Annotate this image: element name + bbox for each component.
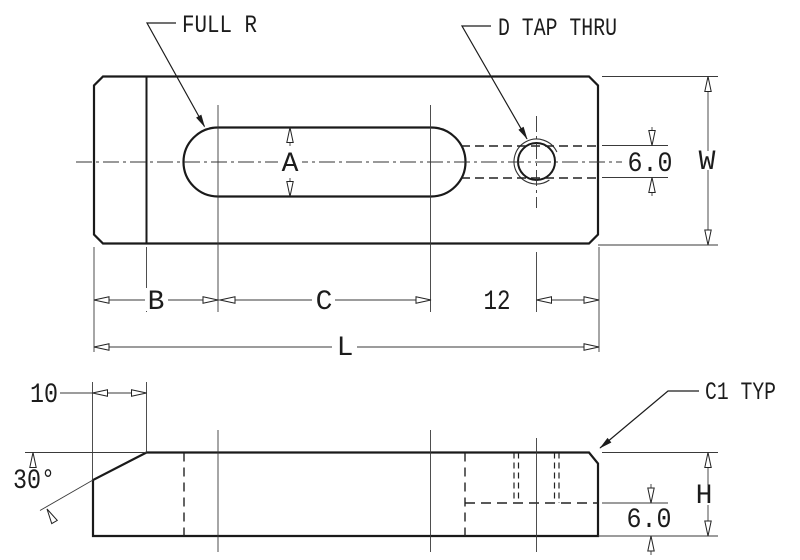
leader-arrowheads <box>196 114 612 449</box>
dim-text-plate-width: W <box>699 147 716 178</box>
dim-text-hole-to-edge: 12 <box>484 287 511 318</box>
dim-text-slot-width: A <box>282 149 299 180</box>
extension-lines <box>25 76 718 552</box>
dim-text-step-height: 6.0 <box>627 505 672 536</box>
dim-text-end-offset: B <box>148 287 165 318</box>
dim-text-hidden-slot-width: 6.0 <box>628 149 673 180</box>
text-knockouts <box>145 148 718 505</box>
hidden-hole-lines <box>513 452 560 503</box>
dim-text-thickness: H <box>696 481 713 512</box>
side-view <box>91 451 600 538</box>
leader-d-tap-thru <box>460 25 528 140</box>
leader-full-r <box>145 22 206 127</box>
dimension-lines <box>92 76 709 555</box>
tap-thru-label: D TAP THRU <box>498 14 617 43</box>
dimension-arrowheads <box>29 76 712 552</box>
leader-c1-typ <box>599 390 699 449</box>
dim-text-slot-length: C <box>316 287 333 318</box>
dim-text-chamfer-length: 10 <box>30 380 58 411</box>
side-outline <box>91 451 600 538</box>
slot-outline <box>182 126 467 198</box>
dim-text-overall-length: L <box>337 333 354 364</box>
drawing-text: FULL R D TAP THRU C1 TYP A 6.0 W B C 12 … <box>13 11 776 536</box>
tap-thread-arc <box>513 138 558 185</box>
chamfer-typ-label: C1 TYP <box>705 378 776 407</box>
top-view <box>76 75 622 245</box>
plate-outline <box>92 75 600 245</box>
leader-lines <box>145 22 699 449</box>
dim-text-chamfer-angle: 30° <box>13 466 55 497</box>
full-radius-label: FULL R <box>182 11 257 40</box>
